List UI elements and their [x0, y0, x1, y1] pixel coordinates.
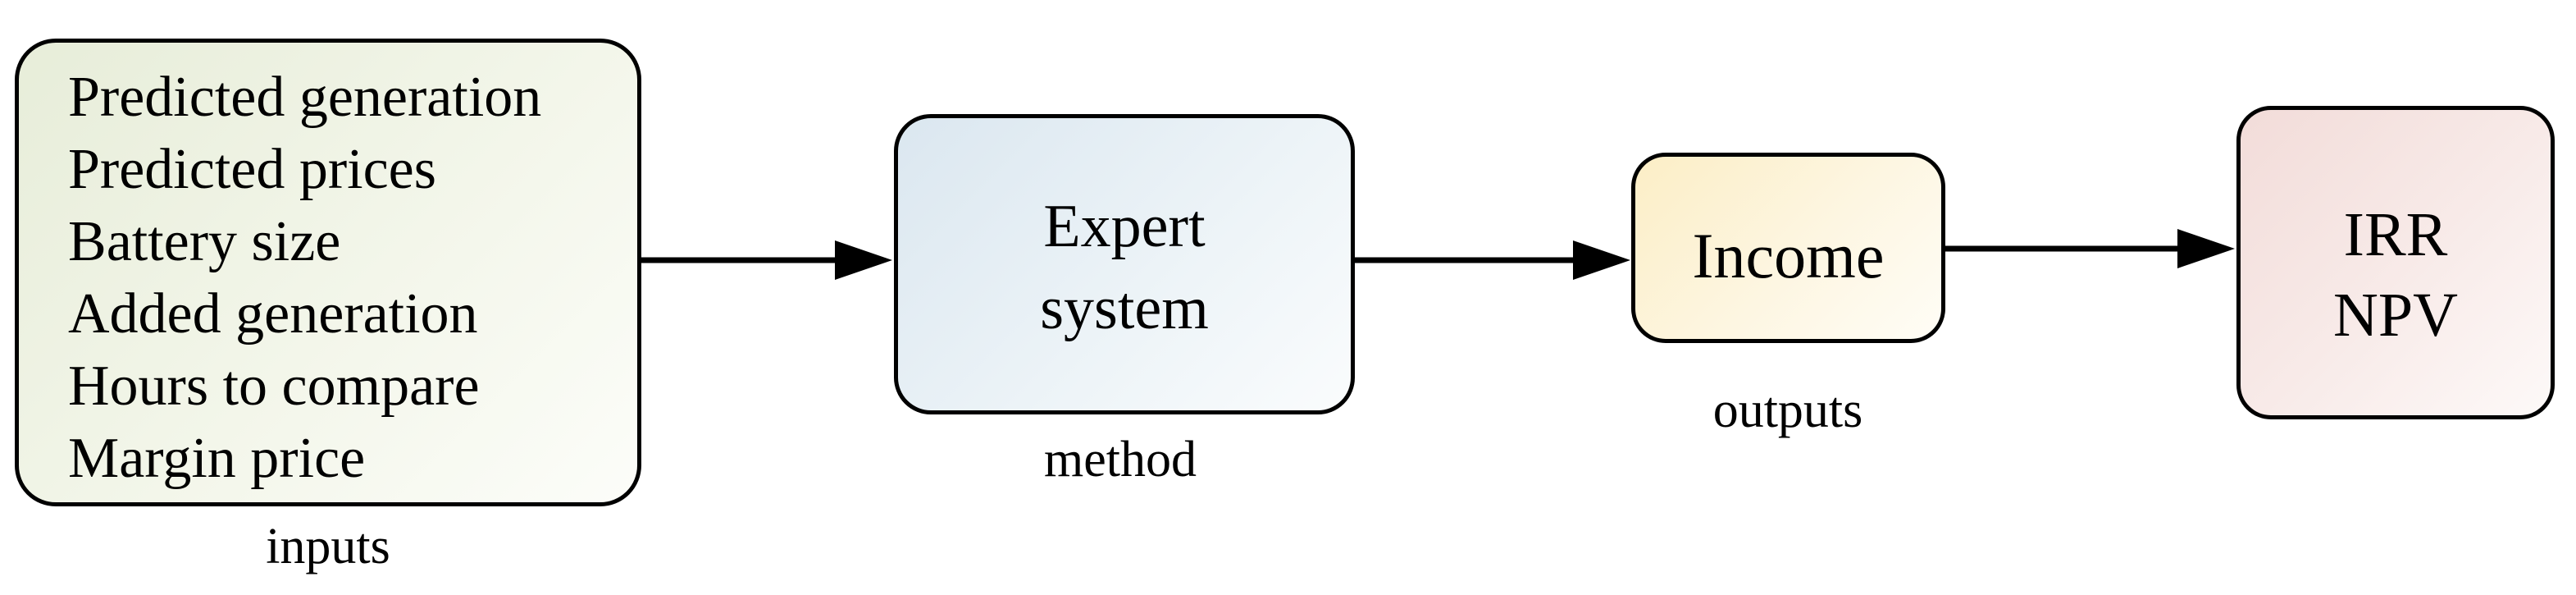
result-box: IRR NPV [2236, 106, 2555, 419]
connector-arrow-inputs-to-method [641, 240, 892, 280]
connector-arrow-outputs-to-result [1945, 229, 2235, 268]
method-box: Expert system [894, 114, 1355, 414]
method-box-line: Expert [1043, 193, 1206, 260]
input-item: Added generation [68, 282, 478, 346]
inputs-box: Predicted generation Predicted prices Ba… [15, 39, 641, 506]
result-box-line: IRR [2343, 200, 2448, 269]
input-item: Predicted generation [68, 66, 542, 129]
method-label: method [1044, 432, 1197, 487]
connector-arrow-method-to-outputs [1355, 240, 1630, 280]
arrowhead-icon [2177, 229, 2235, 268]
arrowhead-icon [835, 240, 892, 280]
arrowhead-icon [1573, 240, 1630, 280]
method-box-line: system [1040, 275, 1209, 342]
input-item: Battery size [68, 210, 341, 273]
result-box-line: NPV [2332, 281, 2459, 350]
inputs-label: inputs [266, 519, 390, 574]
input-item: Hours to compare [68, 355, 480, 418]
outputs-box-line: Income [1692, 220, 1885, 291]
input-item: Margin price [68, 427, 366, 490]
outputs-label: outputs [1712, 382, 1863, 438]
outputs-box: Income [1631, 153, 1945, 343]
input-item: Predicted prices [68, 138, 436, 201]
